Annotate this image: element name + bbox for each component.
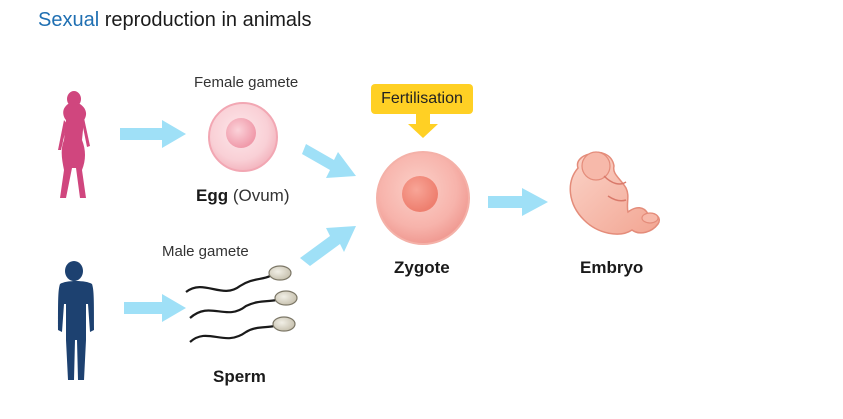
egg-cell-icon	[208, 102, 278, 172]
male-silhouette-icon	[58, 261, 94, 380]
zygote-cell-icon	[376, 151, 470, 245]
sperm-cells-icon	[185, 265, 298, 343]
title-accent: Sexual	[38, 9, 100, 31]
arrow-male-to-sperm	[124, 294, 186, 322]
arrow-female-to-egg	[120, 120, 186, 148]
embryo-icon	[569, 151, 660, 235]
female-gamete-label: Female gamete	[194, 74, 299, 91]
arrow-zygote-to-embryo	[488, 188, 548, 216]
fertilisation-box: Fertilisation	[371, 84, 473, 114]
arrow-egg-to-zygote	[302, 144, 356, 178]
embryo-label: Embryo	[580, 258, 644, 277]
page-title: Sexual reproduction in animals	[38, 9, 312, 32]
arrow-fertilisation-down	[408, 114, 438, 138]
egg-label-bold: Egg	[196, 186, 229, 205]
egg-label-paren: (Ovum)	[232, 186, 290, 205]
zygote-label: Zygote	[394, 258, 450, 277]
female-silhouette-icon	[58, 91, 90, 198]
title-rest: reproduction in animals	[99, 9, 312, 31]
arrow-sperm-to-zygote	[300, 226, 356, 266]
sperm-label: Sperm	[213, 367, 266, 386]
egg-label: Egg (Ovum)	[196, 186, 290, 206]
male-gamete-label: Male gamete	[162, 243, 249, 260]
